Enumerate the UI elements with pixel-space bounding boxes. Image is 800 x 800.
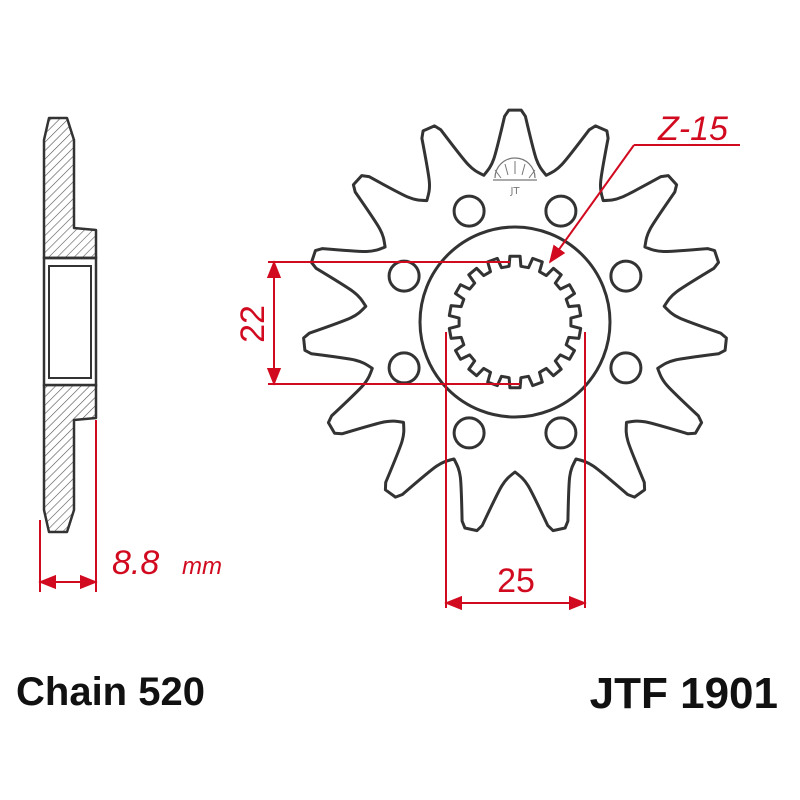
side-section-view [42, 116, 98, 534]
bolt-hole [452, 416, 486, 450]
chain-size-label: Chain 520 [16, 670, 205, 714]
svg-text:JT: JT [509, 186, 520, 197]
side-bore [42, 256, 98, 387]
side-bore-inner [48, 265, 92, 379]
sprocket-tooth-outline [302, 108, 728, 533]
inner-diameter-label: 22 [234, 305, 272, 343]
sprocket-front-view: JT [302, 108, 728, 533]
bolt-hole [544, 194, 578, 228]
hub-circle [418, 225, 612, 419]
spline-diameter-dimension: 25 [444, 332, 587, 611]
thickness-dimension: 8.8 mm [38, 420, 222, 592]
thickness-unit: mm [182, 553, 222, 580]
side-profile-lower [42, 383, 98, 534]
manufacturer-logo: JT [493, 157, 537, 197]
inner-diameter-dimension: 22 [234, 260, 520, 386]
part-number: JTF 1901 [589, 669, 778, 718]
spline-bore [447, 254, 583, 390]
bolt-hole [609, 259, 643, 293]
bolt-hole [609, 351, 643, 385]
bolt-hole [452, 194, 486, 228]
bolt-holes [387, 194, 643, 450]
side-profile-upper [42, 116, 98, 260]
thickness-value: 8.8 [112, 544, 159, 582]
bolt-hole [544, 416, 578, 450]
bolt-hole [387, 351, 421, 385]
spline-diameter-label: 25 [497, 562, 535, 600]
teeth-count-callout: Z-15 [548, 110, 740, 264]
bolt-hole [387, 259, 421, 293]
teeth-count-label: Z-15 [657, 110, 728, 148]
